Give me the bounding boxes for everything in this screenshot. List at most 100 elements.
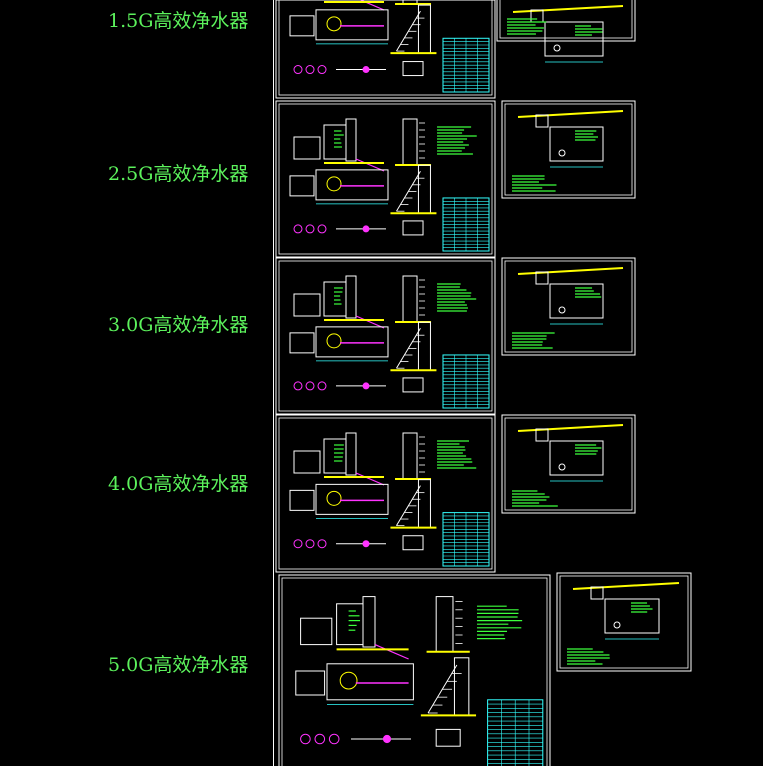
side-sheet-2-frame bbox=[501, 100, 636, 199]
main-sheet-3-frame bbox=[275, 257, 496, 415]
side-sheet-3-top-yellow bbox=[517, 267, 624, 275]
main-sheet-2-detail-circle bbox=[293, 224, 303, 234]
main-sheet-1-detail-circle bbox=[317, 65, 327, 75]
side-sheet-5-inner-frame bbox=[559, 575, 689, 669]
main-sheet-2-plan-circle bbox=[326, 176, 342, 192]
main-sheet-4-tank-left bbox=[293, 450, 321, 474]
main-sheet-4-pipe bbox=[355, 472, 385, 486]
side-sheet-2-plan-circle bbox=[558, 149, 566, 157]
main-sheet-4-column bbox=[323, 438, 347, 474]
main-sheet-3-tank-left bbox=[293, 293, 321, 317]
main-sheet-4-detail-circle bbox=[293, 539, 303, 549]
main-sheet-4-tower bbox=[345, 432, 357, 476]
main-sheet-1-inner-frame bbox=[278, 0, 493, 96]
main-sheet-2-plan-box bbox=[289, 175, 315, 197]
side-sheet-3-plan bbox=[549, 283, 604, 319]
main-sheet-1-detail-dot bbox=[362, 66, 370, 74]
main-sheet-2-plan-tank bbox=[315, 169, 389, 201]
main-sheet-4-detail-box bbox=[402, 535, 424, 551]
main-sheet-5-right-tower bbox=[435, 596, 454, 653]
main-sheet-5-plan-circle bbox=[339, 671, 358, 690]
side-sheet-4-top-yellow bbox=[517, 424, 624, 432]
side-sheet-5-plan bbox=[604, 598, 660, 634]
main-sheet-4-detail-circle bbox=[317, 539, 327, 549]
main-sheet-3-detail-dot bbox=[362, 382, 370, 390]
main-sheet-5-detail-dot bbox=[382, 734, 392, 744]
main-sheet-2-frame bbox=[275, 100, 496, 258]
main-sheet-4-detail-dot bbox=[362, 540, 370, 548]
main-sheet-4-plan-tank bbox=[315, 483, 389, 515]
main-sheet-1-frame bbox=[275, 0, 496, 99]
main-sheet-4-right-tower bbox=[402, 432, 418, 480]
main-sheet-5-detail-circle bbox=[300, 733, 311, 745]
main-sheet-3-detail-circle bbox=[317, 381, 327, 391]
side-sheet-3-cap bbox=[535, 271, 549, 285]
main-sheet-3-detail-circle bbox=[293, 381, 303, 391]
side-sheet-2-cap bbox=[535, 114, 549, 128]
main-sheet-2-inner-frame bbox=[278, 103, 493, 255]
side-sheet-3-inner-frame bbox=[504, 260, 633, 353]
main-sheet-3-plan-tank bbox=[315, 326, 389, 358]
main-sheet-5-frame bbox=[278, 574, 551, 766]
main-sheet-4-detail-circle bbox=[305, 539, 315, 549]
main-sheet-3-plan-box bbox=[289, 332, 315, 354]
side-sheet-1-top-yellow bbox=[512, 5, 624, 13]
label-2-5g: 2.5G高效净水器 bbox=[108, 163, 249, 185]
side-sheet-5-plan-circle bbox=[613, 621, 621, 629]
side-sheet-4-plan-circle bbox=[558, 463, 566, 471]
main-sheet-1-plan-box bbox=[289, 15, 315, 37]
side-sheet-5-frame bbox=[556, 572, 692, 672]
main-sheet-1-plan-tank bbox=[315, 9, 389, 41]
main-sheet-5-stair-tower bbox=[453, 657, 470, 716]
main-sheet-1-detail-circle bbox=[305, 65, 315, 75]
main-sheet-3-detail-circle bbox=[305, 381, 315, 391]
main-sheet-3-pipe bbox=[355, 315, 385, 329]
main-sheet-2-detail-dot bbox=[362, 225, 370, 233]
side-sheet-4-plan bbox=[549, 440, 604, 476]
side-sheet-1-inner-frame bbox=[499, 0, 633, 39]
label-4-0g: 4.0G高效净水器 bbox=[108, 473, 249, 495]
label-5-0g: 5.0G高效净水器 bbox=[108, 654, 249, 676]
main-sheet-5-inner-frame bbox=[281, 577, 548, 766]
main-sheet-2-detail-box bbox=[402, 220, 424, 236]
main-sheet-3-plan-circle bbox=[326, 333, 342, 349]
main-sheet-3-tower bbox=[345, 275, 357, 319]
main-sheet-5-tank-left bbox=[300, 617, 333, 646]
main-sheet-3-inner-frame bbox=[278, 260, 493, 412]
main-sheet-2-right-tower bbox=[402, 118, 418, 166]
main-sheet-5-tower bbox=[362, 596, 376, 648]
side-sheet-4-inner-frame bbox=[504, 417, 633, 511]
main-sheet-2-pipe bbox=[355, 158, 385, 172]
main-sheet-1-detail-box bbox=[402, 61, 424, 77]
main-sheet-1-detail-circle bbox=[293, 65, 303, 75]
main-sheet-4-inner-frame bbox=[278, 417, 493, 570]
side-sheet-2-plan bbox=[549, 126, 604, 162]
main-sheet-4-plan-box bbox=[289, 489, 315, 511]
label-3-0g: 3.0G高效净水器 bbox=[108, 314, 249, 336]
main-sheet-3-right-tower bbox=[402, 275, 418, 323]
side-sheet-3-plan-circle bbox=[558, 306, 566, 314]
main-sheet-5-plan-box bbox=[295, 670, 326, 696]
side-sheet-5-top-yellow bbox=[572, 582, 680, 590]
side-sheet-5-cap bbox=[590, 586, 604, 600]
side-sheet-1-plan bbox=[544, 21, 604, 57]
main-sheet-3-detail-box bbox=[402, 377, 424, 393]
main-sheet-3-column bbox=[323, 281, 347, 317]
main-sheet-5-detail-circle bbox=[328, 733, 340, 745]
label-1-5g: 1.5G高效净水器 bbox=[108, 10, 249, 32]
main-sheet-5-plan-tank bbox=[326, 663, 414, 701]
main-sheet-2-column bbox=[323, 124, 347, 160]
main-sheet-2-tower bbox=[345, 118, 357, 162]
side-sheet-3-frame bbox=[501, 257, 636, 356]
main-sheet-5-detail-box bbox=[435, 728, 461, 747]
side-sheet-1-plan-circle bbox=[553, 44, 561, 52]
main-sheet-5-column bbox=[336, 603, 364, 646]
main-sheet-5-pipe bbox=[374, 644, 409, 660]
main-sheet-2-tank-left bbox=[293, 136, 321, 160]
main-sheet-1-pipe bbox=[359, 0, 385, 11]
side-sheet-2-top-yellow bbox=[517, 110, 624, 118]
outer-frame-1 bbox=[275, 0, 496, 99]
side-sheet-2-inner-frame bbox=[504, 103, 633, 196]
main-sheet-5-detail-circle bbox=[314, 733, 326, 745]
